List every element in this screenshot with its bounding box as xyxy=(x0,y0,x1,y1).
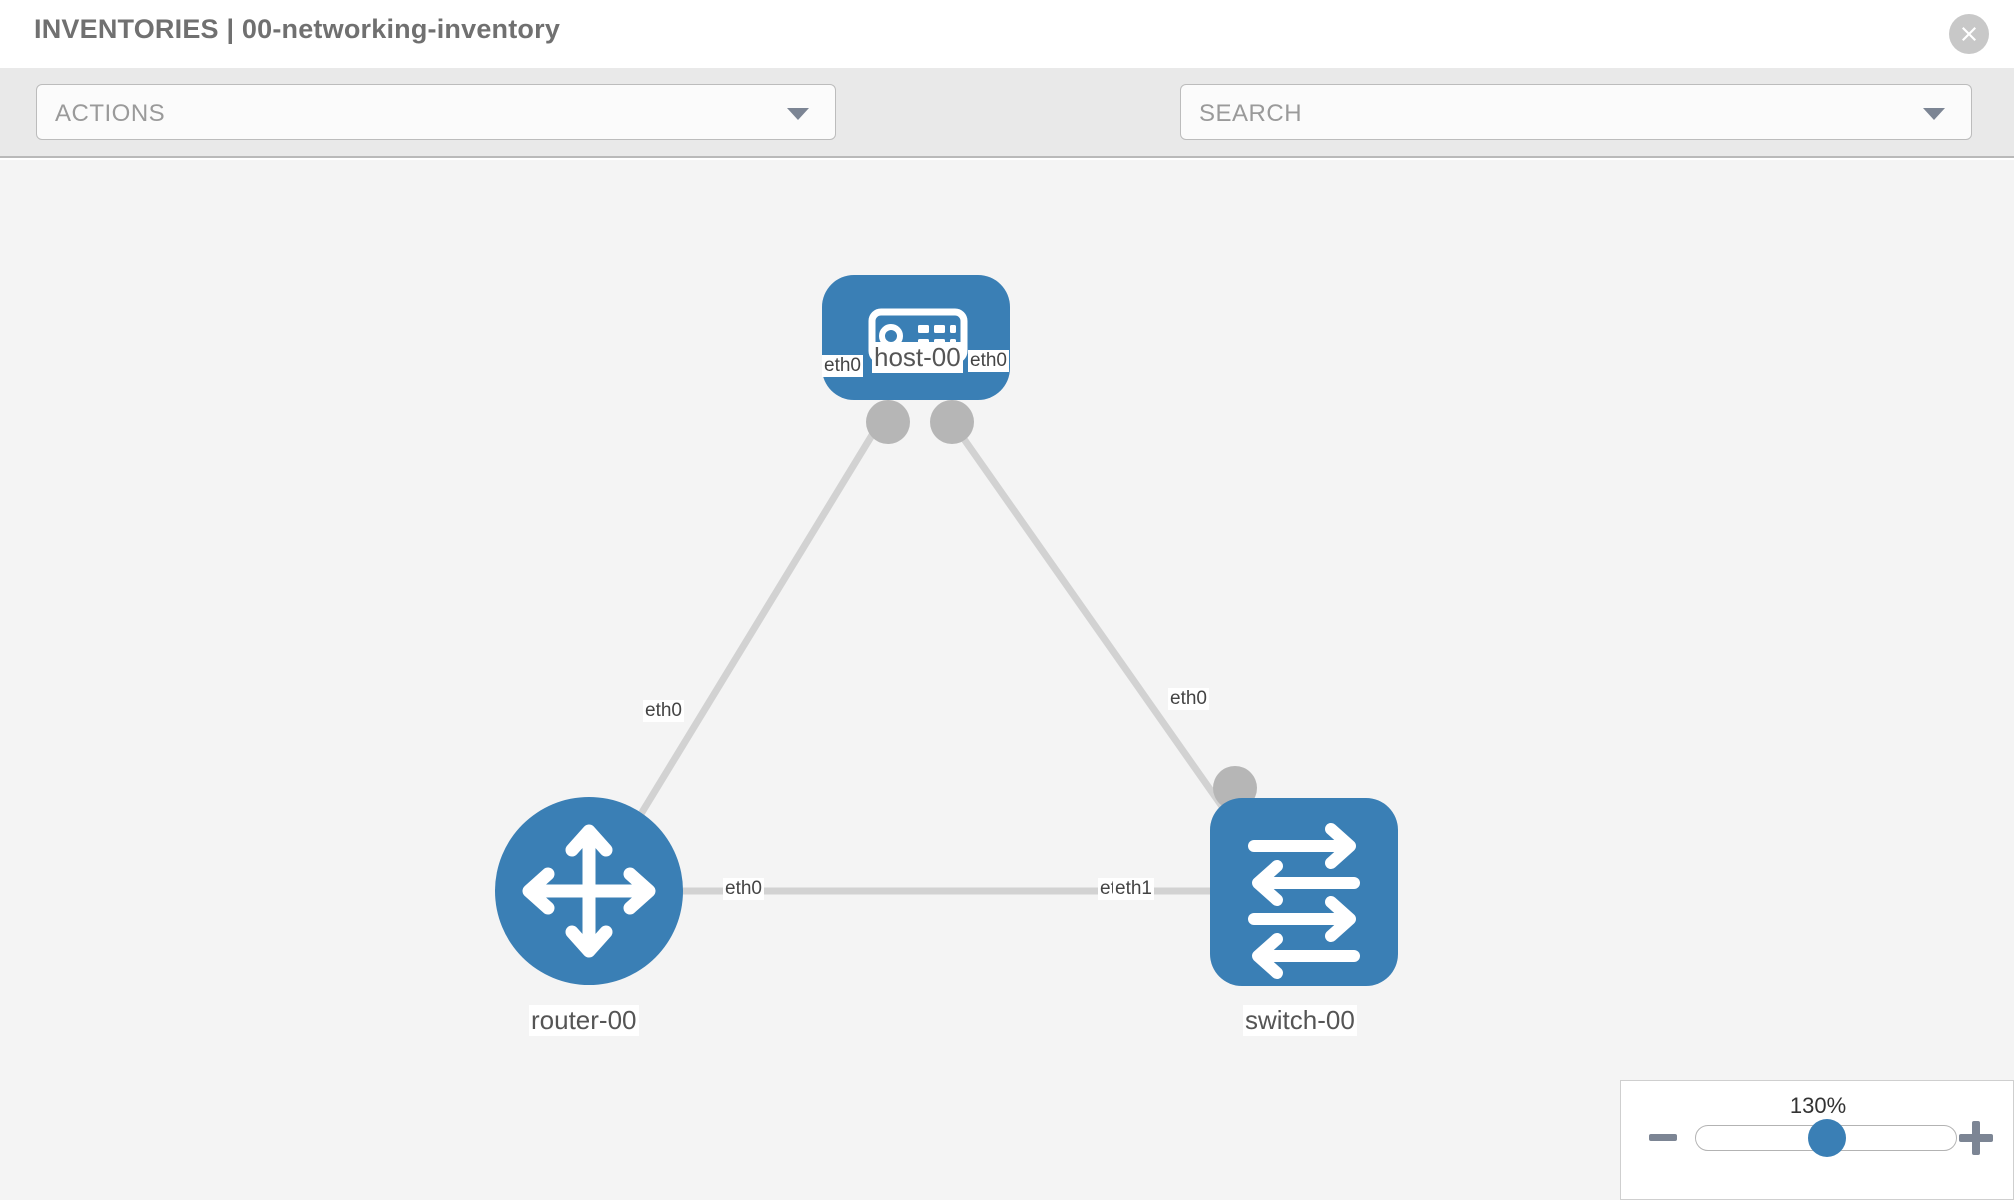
page-title: INVENTORIES | 00-networking-inventory xyxy=(34,14,561,44)
edge-label-router-host-eth0: eth0 xyxy=(643,700,684,722)
search-input[interactable]: SEARCH xyxy=(1180,84,1972,140)
node-label-router: router-00 xyxy=(529,1005,639,1036)
edge-label-host-eth0-right: eth0 xyxy=(968,350,1009,372)
edge-label-host-eth0-left: eth0 xyxy=(822,355,863,377)
close-icon[interactable] xyxy=(1949,14,1989,54)
endpoint-host-left xyxy=(866,400,910,444)
actions-dropdown-label: ACTIONS xyxy=(55,100,166,127)
zoom-level-value: 130% xyxy=(1789,1093,1847,1118)
node-label-host: host-00 xyxy=(872,342,963,373)
zoom-out-button[interactable] xyxy=(1649,1134,1677,1141)
toolbar: ACTIONS SEARCH xyxy=(0,68,2014,198)
node-switch-00 xyxy=(1210,798,1398,986)
zoom-in-button[interactable] xyxy=(1959,1121,1993,1155)
node-host-00 xyxy=(822,275,1010,400)
edge-host-switch xyxy=(949,419,1243,835)
zoom-slider-thumb[interactable] xyxy=(1808,1119,1846,1157)
router-arrows-icon xyxy=(522,824,656,958)
endpoint-host-right xyxy=(930,400,974,444)
switch-arrows-icon xyxy=(1248,823,1360,979)
topology-canvas[interactable]: host-00 router-00 switch-00 eth0 eth0 et… xyxy=(0,160,2014,1200)
edge-label-router-switch-eth0: eth0 xyxy=(723,878,764,900)
node-router-00 xyxy=(495,797,683,985)
page-header: INVENTORIES | 00-networking-inventory xyxy=(0,0,2014,68)
node-label-switch: switch-00 xyxy=(1243,1005,1357,1036)
chevron-down-icon xyxy=(787,108,809,120)
search-placeholder: SEARCH xyxy=(1199,100,1303,127)
topology-edges xyxy=(627,419,1244,895)
edge-label-switch-host-eth0: eth0 xyxy=(1168,688,1209,710)
chevron-down-icon xyxy=(1923,108,1945,120)
edge-label-router-switch-eth1: eth1 xyxy=(1113,878,1154,900)
topology-endpoints xyxy=(618,400,1257,913)
zoom-control-panel: 130% xyxy=(1620,1080,2014,1200)
actions-dropdown[interactable]: ACTIONS xyxy=(36,84,836,140)
edge-router-host xyxy=(627,420,883,834)
